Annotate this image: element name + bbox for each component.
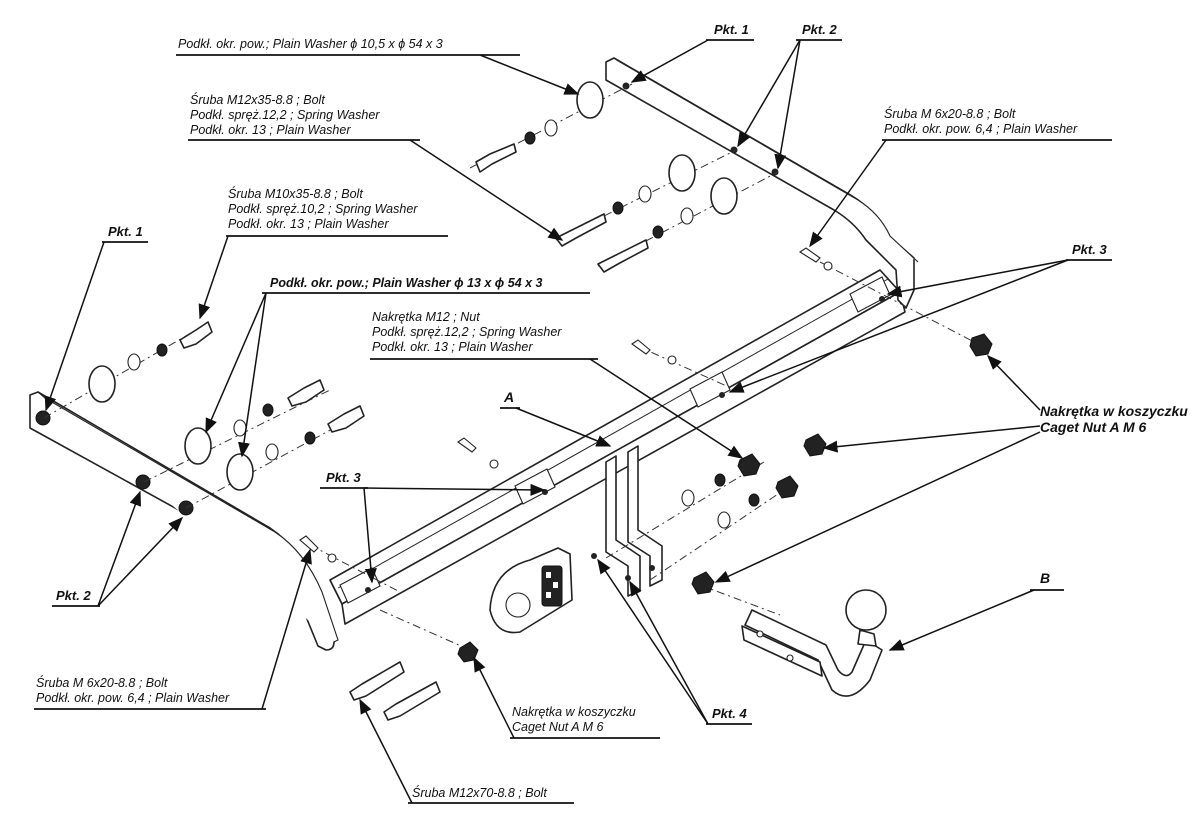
label-bolt-m12x35: Śruba M12x35-8.8 ; Bolt Podkł. spręż.12,…: [188, 92, 564, 241]
assembly-axes: [43, 83, 981, 651]
pkt3-right-marker: Pkt. 3: [728, 242, 1112, 393]
label-caget-nut-bottom-line1: Nakrętka w koszyczku: [512, 705, 636, 719]
label-bolt-m12x35-line1: Śruba M12x35-8.8 ; Bolt: [190, 92, 325, 107]
label-bolt-m6-right: Śruba M 6x20-8.8 ; Bolt Podkł. okr. pow.…: [809, 106, 1112, 248]
label-bolt-m6-left-line1: Śruba M 6x20-8.8 ; Bolt: [36, 675, 168, 690]
label-bolt-m10x35-line2: Podkł. spręż.10,2 ; Spring Washer: [228, 202, 418, 216]
label-bolt-m12x70-text: Śruba M12x70-8.8 ; Bolt: [412, 785, 547, 800]
part-a-marker: A: [500, 389, 612, 447]
upper-fasteners: [475, 81, 993, 357]
label-nut-m12-line2: Podkł. spręż.12,2 ; Spring Washer: [372, 325, 562, 339]
label-bolt-m12x35-line2: Podkł. spręż.12,2 ; Spring Washer: [190, 108, 380, 122]
pkt4-marker: Pkt. 4: [597, 558, 752, 725]
pkt1-top-label: Pkt. 1: [714, 22, 749, 37]
label-bolt-m10x35: Śruba M10x35-8.8 ; Bolt Podkł. spręż.10,…: [198, 186, 448, 320]
part-a-label: A: [503, 389, 514, 405]
label-caget-nut-bottom-line2: Caget Nut A M 6: [512, 720, 604, 734]
label-bolt-m6-right-line2: Podkł. okr. pow. 6,4 ; Plain Washer: [884, 122, 1078, 136]
label-nut-m12: Nakrętka M12 ; Nut Podkł. spręż.12,2 ; S…: [370, 310, 744, 459]
label-bolt-m6-left-line2: Podkł. okr. pow. 6,4 ; Plain Washer: [36, 691, 230, 705]
center-fasteners: [349, 339, 827, 721]
pkt1-top-marker: Pkt. 1: [630, 22, 754, 83]
pkt4-label: Pkt. 4: [712, 706, 747, 721]
label-caget-nut-bottom: Nakrętka w koszyczku Caget Nut A M 6: [473, 656, 660, 739]
label-caget-nut-right-line2: Caget Nut A M 6: [1040, 419, 1147, 435]
pkt2-top-label: Pkt. 2: [802, 22, 837, 37]
label-bolt-m12x70: Śruba M12x70-8.8 ; Bolt: [359, 698, 574, 804]
tow-ball: [741, 589, 887, 697]
pkt3-mid-label: Pkt. 3: [326, 470, 361, 485]
pkt2-left-label: Pkt. 2: [56, 588, 91, 603]
label-nut-m12-line1: Nakrętka M12 ; Nut: [372, 310, 480, 324]
label-bolt-m10x35-line1: Śruba M10x35-8.8 ; Bolt: [228, 186, 363, 201]
label-plain-washer-13: Podkł. okr. pow.; Plain Washer ϕ 13 x ϕ …: [205, 276, 590, 458]
label-caget-nut-right-line1: Nakrętka w koszyczku: [1040, 403, 1188, 419]
center-bracket: [591, 445, 663, 597]
label-nut-m12-line3: Podkł. okr. 13 ; Plain Washer: [372, 340, 533, 354]
left-fasteners: [88, 321, 365, 563]
part-b-marker: B: [888, 570, 1064, 651]
label-bolt-m6-right-line1: Śruba M 6x20-8.8 ; Bolt: [884, 106, 1016, 121]
label-plain-washer-13-text: Podkł. okr. pow.; Plain Washer ϕ 13 x ϕ …: [270, 276, 543, 290]
part-b-label: B: [1040, 570, 1050, 586]
pkt2-left-marker: Pkt. 2: [52, 490, 184, 607]
label-plain-washer-10-5: Podkł. okr. pow.; Plain Washer ϕ 10,5 x …: [176, 37, 580, 95]
cross-beam: [329, 269, 906, 625]
right-side-bracket: [605, 57, 919, 309]
label-bolt-m12x35-line3: Podkł. okr. 13 ; Plain Washer: [190, 123, 351, 137]
pkt3-mid-marker: Pkt. 3: [320, 470, 546, 584]
socket-plate: [489, 547, 573, 634]
label-plain-washer-10-5-text: Podkł. okr. pow.; Plain Washer ϕ 10,5 x …: [178, 37, 443, 51]
left-side-bracket: [29, 391, 339, 651]
pkt3-right-label: Pkt. 3: [1072, 242, 1107, 257]
pkt1-left-marker: Pkt. 1: [44, 224, 148, 412]
label-caget-nut-right: Nakrętka w koszyczku Caget Nut A M 6: [714, 354, 1188, 583]
label-bolt-m6-left: Śruba M 6x20-8.8 ; Bolt Podkł. okr. pow.…: [34, 548, 312, 710]
label-bolt-m10x35-line3: Podkł. okr. 13 ; Plain Washer: [228, 217, 389, 231]
pkt1-left-label: Pkt. 1: [108, 224, 143, 239]
pkt2-top-marker: Pkt. 2: [737, 22, 842, 170]
